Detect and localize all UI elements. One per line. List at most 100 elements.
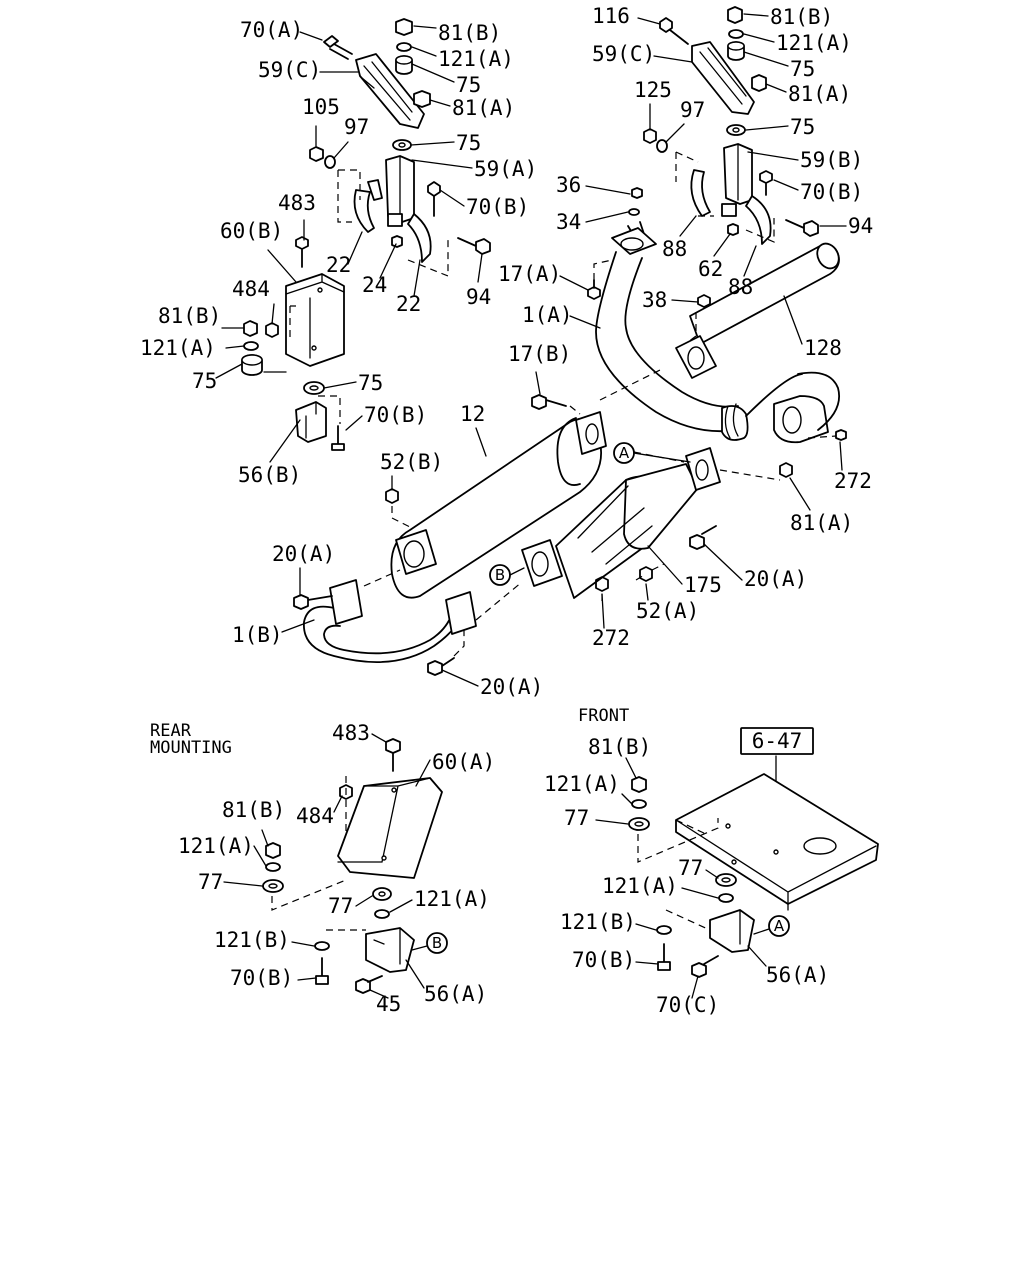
svg-text:A: A [774,917,785,935]
part-label-l-75-b: 75 [456,131,481,155]
nut-484-top [265,322,279,338]
bolt-20a-bottom [427,657,455,676]
reference-box-label: 6-47 [752,729,803,753]
part-label-l-81b-right: 81(B) [770,5,833,29]
bolt-483-top [295,236,309,268]
part-label-l-77-front-b: 77 [678,856,703,880]
part-label-l-121a-top: 121(A) [438,47,514,71]
muffler-12 [385,369,661,599]
bolt-116 [659,17,689,45]
part-label-l-121a-left: 121(A) [140,336,216,360]
part-label-l-59c-left: 59(C) [258,58,321,82]
bolt-45 [355,975,383,994]
nut-24 [391,235,403,248]
part-label-l-62: 62 [698,257,723,281]
part-label-l-81b-top: 81(B) [438,21,501,45]
washer-97-right [656,139,668,153]
heat-shield-60a [337,777,443,879]
washer-121a-rear-b [374,909,390,919]
svg-text:B: B [432,934,442,952]
nut-36 [631,187,643,199]
bracket-59c-left [355,53,425,129]
rear-mounting-assembly [262,738,443,994]
front-pipe-1a [587,187,749,441]
part-label-l-94-right: 94 [848,214,873,238]
callout-a-main: A [613,442,691,464]
part-label-l-97-right: 97 [680,98,705,122]
part-label-l-77-rear-b: 77 [328,894,353,918]
part-label-l-20a-top: 20(A) [272,542,335,566]
nut-38 [697,294,711,308]
bolt-70b-left [331,425,345,451]
part-label-l-70a-top: 70(A) [240,18,303,42]
part-label-l-56a-front: 56(A) [766,963,829,987]
part-label-l-45: 45 [376,992,401,1016]
section-front: FRONT [578,706,629,726]
part-label-l-121b-rear: 121(B) [214,928,290,952]
nut-125 [643,128,657,144]
part-label-l-34: 34 [556,210,581,234]
nut-81b-right [727,6,743,24]
part-label-l-272-right: 272 [834,469,872,493]
nut-272-right [835,429,847,441]
part-label-l-70c-front: 70(C) [656,993,719,1017]
washer-121a-front-b [718,893,734,903]
part-label-l-56b: 56(B) [238,463,301,487]
part-label-l-121b-front: 121(B) [560,910,636,934]
svg-text:A: A [619,444,630,462]
part-label-l-484-rear: 484 [296,804,334,828]
washer-121a-front [631,799,647,809]
part-label-l-121a-rear-b: 121(A) [414,887,490,911]
part-label-l-60a: 60(A) [432,750,495,774]
part-label-l-59b: 59(B) [800,148,863,172]
part-label-l-20a-right: 20(A) [744,567,807,591]
callout-b-rear: B [411,932,448,954]
bolt-94-right [785,219,819,237]
nut-81a-left [413,90,431,108]
washer-121a-left [243,341,259,351]
bracket-56a-front [709,909,755,953]
part-label-l-17a: 17(A) [498,262,561,286]
nut-81a-mid [779,462,793,478]
reference-box-6-47 [740,727,814,755]
part-label-l-121a-rear: 121(A) [178,834,254,858]
part-label-l-36: 36 [556,173,581,197]
nut-81b-front [631,776,647,793]
part-label-l-483-top: 483 [278,191,316,215]
pipe-1b-flange-left [329,579,363,625]
part-label-l-77-rear-a: 77 [198,870,223,894]
washer-121b-rear [314,941,330,951]
nut-81b-left [243,320,258,337]
part-label-l-128: 128 [804,336,842,360]
part-label-l-24: 24 [362,273,387,297]
part-label-l-81b-left: 81(B) [158,304,221,328]
part-label-l-70b-right: 70(B) [800,180,863,204]
bracket-56a-rear [365,927,415,973]
catalytic-converter-175 [521,447,793,604]
part-label-l-70b-left: 70(B) [364,403,427,427]
section-rear-mounting-line2: MOUNTING [150,738,232,758]
nut-81b-rear [265,842,281,859]
part-label-l-59c-right: 59(C) [592,42,655,66]
part-label-l-70b-front: 70(B) [572,948,635,972]
part-label-l-81a-right: 81(A) [788,82,851,106]
part-label-l-70b-mid: 70(B) [466,195,529,219]
bracket-56b [295,401,327,443]
clamp-88-left [690,169,711,217]
part-label-l-272-bottom: 272 [592,626,630,650]
part-label-l-52b: 52(B) [380,450,443,474]
washer-121a-rear [265,862,281,872]
part-label-l-484-top: 484 [232,277,270,301]
part-label-l-81a-left: 81(A) [452,96,515,120]
part-label-l-75-left: 75 [192,369,217,393]
part-label-l-1a: 1(A) [522,303,573,327]
washer-34 [628,208,640,216]
part-label-l-75-c: 75 [358,371,383,395]
part-label-l-77-front-a: 77 [564,806,589,830]
bolt-483-rear [385,738,401,772]
rear-pipe-1b [293,569,523,676]
part-label-l-20a-bottom: 20(A) [480,675,543,699]
part-label-l-75-d: 75 [790,57,815,81]
bolt-70b-right [759,170,773,196]
